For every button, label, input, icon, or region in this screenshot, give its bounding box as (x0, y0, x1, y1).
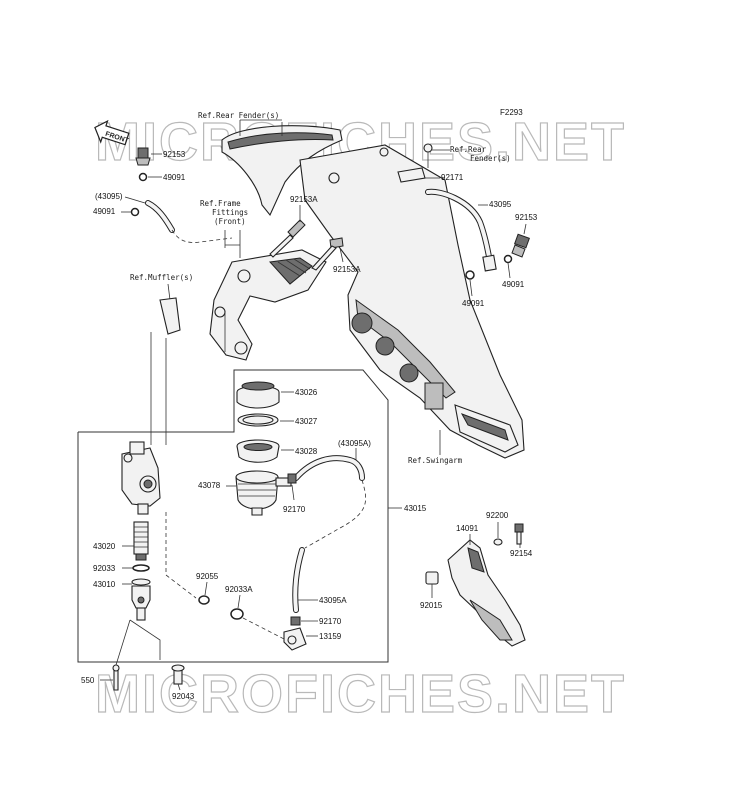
reservoir-cap-43026 (236, 381, 280, 409)
figure-id: F2293 (500, 108, 523, 117)
bolt-92153-right (511, 233, 530, 258)
label-92171: 92171 (441, 173, 464, 182)
clamp-92170-upper (287, 473, 297, 484)
assembly-frame (77, 369, 389, 663)
piston-kit-43020 (133, 521, 149, 561)
ref-swingarm: Ref.Swingarm (408, 456, 463, 465)
label-43010: 43010 (93, 580, 116, 589)
watermark-bottom: MICROFICHES.NET (95, 664, 626, 724)
reservoir-43078 (235, 470, 292, 516)
label-92033: 92033 (93, 564, 116, 573)
washer-49091-right (503, 254, 513, 264)
label-43027: 43027 (295, 417, 318, 426)
collar-92015 (425, 571, 439, 585)
label-92170-lower: 92170 (319, 617, 342, 626)
washer-92200 (493, 538, 503, 546)
label-49091-lower: 49091 (462, 299, 485, 308)
label-13159: 13159 (319, 632, 342, 641)
label-49091-right: 49091 (502, 280, 525, 289)
label-43095-paren: (43095) (95, 192, 123, 201)
o-ring-92055 (198, 595, 210, 605)
o-ring-92033A (230, 608, 244, 620)
washer-49091-b (130, 207, 140, 217)
label-92055: 92055 (196, 572, 219, 581)
plate-43027 (237, 413, 279, 427)
label-92153A-lower: 92153A (333, 265, 361, 274)
heel-guard-14091 (447, 539, 526, 647)
washer-49091-a (138, 172, 148, 182)
label-14091: 14091 (456, 524, 479, 533)
label-43028: 43028 (295, 447, 318, 456)
label-550: 550 (81, 676, 95, 685)
label-92043: 92043 (172, 692, 195, 701)
ref-rear-fender-right-1: Ref.Rear (450, 145, 487, 154)
label-92153A-upper: 92153A (290, 195, 318, 204)
ref-muffler: Ref.Muffler(s) (130, 273, 193, 282)
label-92170-upper: 92170 (283, 505, 306, 514)
label-92154: 92154 (510, 549, 533, 558)
label-92153-left: 92153 (163, 150, 186, 159)
label-92153-right: 92153 (515, 213, 538, 222)
ref-frame-fittings-3: (Front) (214, 217, 246, 226)
circlip-92033 (132, 564, 150, 572)
label-43078: 43078 (198, 481, 221, 490)
push-rod-43010 (131, 578, 151, 621)
ref-frame-fittings-2: Fittings (212, 208, 248, 217)
washer-49091-lower (465, 270, 475, 280)
label-92200: 92200 (486, 511, 509, 520)
label-49091-a: 49091 (163, 173, 186, 182)
clamp-92170-lower (290, 616, 301, 626)
connector-13159 (283, 627, 307, 651)
label-43015: 43015 (404, 504, 427, 513)
hose-clip-92171 (397, 143, 433, 183)
bolt-92153A-upper (269, 219, 306, 258)
label-43026: 43026 (295, 388, 318, 397)
bolt-92153-left (135, 147, 151, 166)
ref-rear-fender: Ref.Rear Fender(s) (198, 111, 279, 120)
label-92033A: 92033A (225, 585, 253, 594)
label-43095A-paren: (43095A) (338, 439, 371, 448)
ref-rear-fender-right-2: Fender(s) (470, 154, 511, 163)
bolt-92153A-lower (311, 237, 344, 271)
ref-frame-fittings-1: Ref.Frame (200, 199, 241, 208)
swingarm-reference (299, 144, 525, 459)
muffler-bracket (159, 297, 181, 335)
diaphragm-43028 (236, 439, 280, 463)
cotter-pin-550 (112, 664, 120, 691)
bolt-92154 (514, 523, 524, 545)
master-cylinder-bracket (209, 249, 327, 361)
label-43020: 43020 (93, 542, 116, 551)
label-49091-b: 49091 (93, 207, 116, 216)
label-92015: 92015 (420, 601, 443, 610)
label-43095A: 43095A (319, 596, 347, 605)
pin-92043 (171, 664, 185, 685)
master-cylinder-43015 (121, 441, 161, 515)
label-43095: 43095 (489, 200, 512, 209)
rear-fender-reference (221, 119, 343, 217)
